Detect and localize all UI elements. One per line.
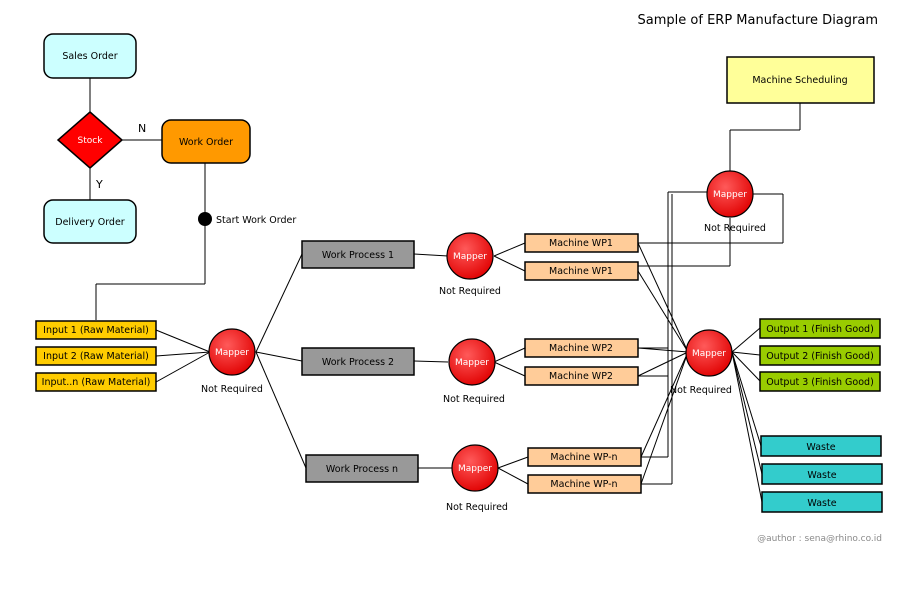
machine-scheduling-box[interactable]: [726, 56, 875, 104]
output-1-box[interactable]: [759, 318, 881, 339]
machine-wp2-b-label: Machine WP2: [549, 371, 613, 382]
machine-wp1-a-box[interactable]: [524, 233, 639, 253]
inputs-group: Input 1 (Raw Material) Input 2 (Raw Mate…: [35, 320, 157, 392]
waste-1-label: Waste: [806, 442, 835, 453]
mapper-wp2-label: Mapper: [455, 358, 489, 368]
input-1-box[interactable]: [35, 320, 157, 340]
machines-group: Machine WP1 Machine WP1 Machine WP2 Mach…: [524, 233, 642, 494]
machine-wpn-a-label: Machine WP-n: [550, 452, 617, 463]
machine-wpn-b-label: Machine WP-n: [550, 479, 617, 490]
edge-y-label: Y: [95, 178, 103, 191]
machine-wpn-b-box[interactable]: [527, 474, 642, 494]
mapper-outputs-label: Mapper: [692, 349, 726, 359]
machine-wp1-a-label: Machine WP1: [549, 238, 613, 249]
output-2-box[interactable]: [759, 345, 881, 366]
work-process-1-label: Work Process 1: [322, 250, 394, 261]
work-order-box[interactable]: [161, 119, 251, 164]
machine-wp2-a-label: Machine WP2: [549, 343, 613, 354]
work-order-label: Work Order: [179, 137, 233, 148]
waste-2-label: Waste: [807, 470, 836, 481]
mapper-inputs[interactable]: Mapper: [208, 328, 256, 376]
mapper-outputs[interactable]: Mapper: [685, 329, 733, 377]
output-1-label: Output 1 (Finish Good): [766, 324, 874, 335]
input-2-box[interactable]: [35, 346, 157, 366]
mapper-scheduling[interactable]: Mapper: [706, 170, 754, 218]
machine-wp2-b-box[interactable]: [524, 366, 639, 386]
stock-label: Stock: [78, 136, 104, 146]
mapper-wp1[interactable]: Mapper: [446, 232, 494, 280]
diagram-title: Sample of ERP Manufacture Diagram: [638, 13, 878, 28]
output-3-box[interactable]: [759, 371, 881, 392]
waste-3-label: Waste: [807, 498, 836, 509]
mapper-scheduling-label: Mapper: [713, 190, 747, 200]
author-credit: @author : sena@rhino.co.id: [757, 534, 882, 544]
delivery-order-label: Delivery Order: [55, 217, 125, 228]
work-process-2-label: Work Process 2: [322, 357, 394, 368]
mapper-wp1-note: Not Required: [439, 286, 501, 297]
output-3-label: Output 3 (Finish Good): [766, 377, 874, 388]
mapper-scheduling-note: Not Required: [704, 223, 766, 234]
machine-wpn-a-box[interactable]: [527, 447, 642, 467]
mapper-wp1-label: Mapper: [453, 252, 487, 262]
mapper-wpn[interactable]: Mapper: [451, 444, 499, 492]
mapper-inputs-note: Not Required: [201, 384, 263, 395]
input-n-label: Input..n (Raw Material): [42, 377, 151, 388]
waste-1-box[interactable]: [760, 435, 882, 457]
stock-decision[interactable]: [56, 111, 124, 169]
work-process-1-box[interactable]: [301, 240, 415, 269]
input-2-label: Input 2 (Raw Material): [43, 351, 149, 362]
start-work-order-dot[interactable]: [198, 212, 212, 226]
machine-wp1-b-box[interactable]: [524, 261, 639, 281]
machine-wp2-a-box[interactable]: [524, 338, 639, 358]
mapper-outputs-note: Not Required: [670, 385, 732, 396]
machine-wp1-b-label: Machine WP1: [549, 266, 613, 277]
sales-order-box[interactable]: [43, 33, 137, 79]
mapper-wpn-label: Mapper: [458, 464, 492, 474]
input-n-box[interactable]: [35, 372, 157, 392]
machine-scheduling-label: Machine Scheduling: [752, 75, 847, 86]
work-process-n-box[interactable]: [305, 454, 419, 483]
outputs-group: Output 1 (Finish Good) Output 2 (Finish …: [759, 318, 881, 392]
work-process-n-label: Work Process n: [326, 464, 398, 475]
delivery-order-box[interactable]: [43, 199, 137, 244]
mapper-wpn-note: Not Required: [446, 502, 508, 513]
waste-3-box[interactable]: [761, 491, 883, 513]
work-process-2-box[interactable]: [301, 347, 415, 376]
sales-order-label: Sales Order: [62, 51, 117, 62]
input-1-label: Input 1 (Raw Material): [43, 325, 149, 336]
connectors: [89, 78, 801, 503]
waste-2-box[interactable]: [761, 463, 883, 485]
mapper-wp2[interactable]: Mapper: [448, 338, 496, 386]
mapper-inputs-label: Mapper: [215, 348, 249, 358]
start-work-order-label: Start Work Order: [216, 215, 296, 226]
mapper-wp2-note: Not Required: [443, 394, 505, 405]
edge-n-label: N: [138, 122, 146, 135]
output-2-label: Output 2 (Finish Good): [766, 351, 874, 362]
wastes-group: Waste Waste Waste: [760, 435, 883, 513]
